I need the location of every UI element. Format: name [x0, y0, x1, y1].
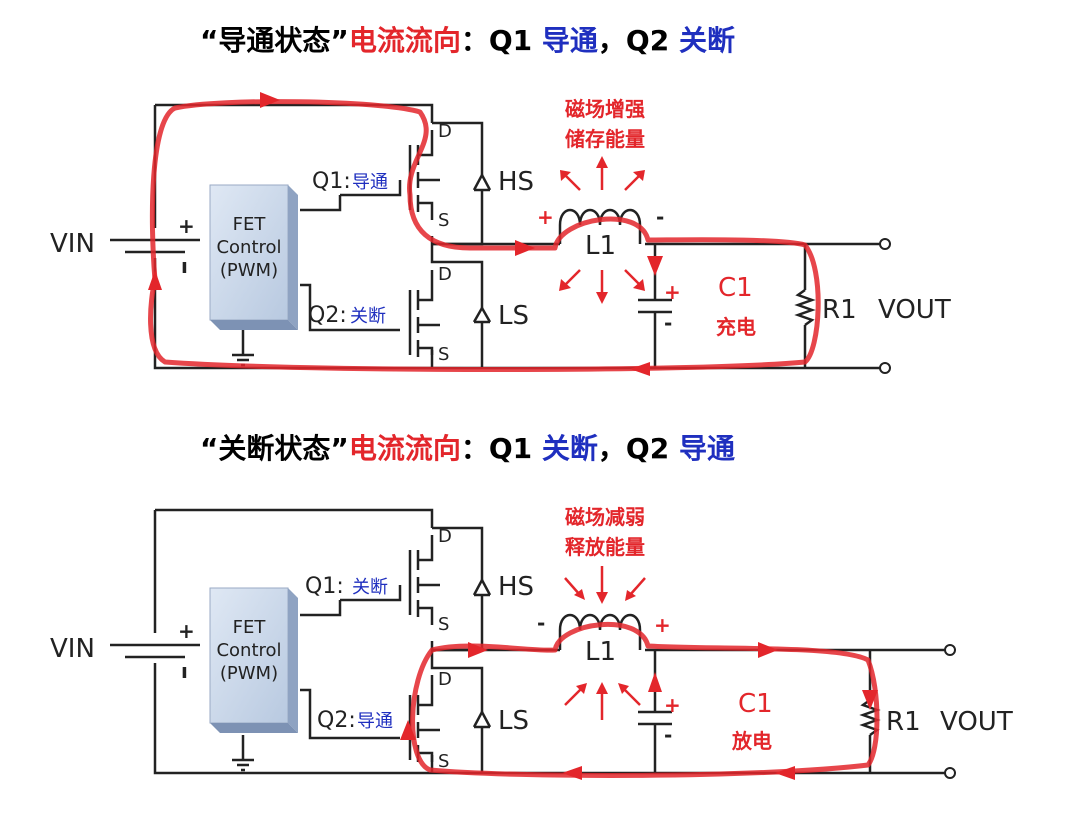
top-title-flow: 电流流向: [349, 24, 461, 57]
top-q2-label: Q2:: [308, 303, 347, 328]
bottom-title-q2: ，Q2: [598, 432, 679, 465]
bottom-q2-drain: D: [438, 669, 452, 690]
q2-drain: D: [438, 264, 452, 285]
top-c1-plus: +: [664, 280, 681, 304]
top-c1-minus: -: [664, 311, 672, 335]
bottom-fet-control: FET Control (PWM): [209, 587, 299, 734]
bottom-l1-right-polarity: +: [654, 613, 671, 637]
svg-text:(PWM): (PWM): [220, 260, 278, 281]
bottom-battery-minus: ı: [181, 659, 188, 683]
bottom-title: “关断状态”电流流向：Q1 关断，Q2 导通: [200, 432, 735, 465]
bottom-q2-label: Q2:: [317, 708, 356, 733]
bottom-vout-label: VOUT: [940, 707, 1013, 737]
top-q1-label: Q1:: [312, 169, 351, 194]
top-l1-label: L1: [585, 231, 616, 261]
top-c1-action: 充电: [716, 315, 756, 339]
bottom-current-path: [400, 622, 880, 780]
bottom-c1-action: 放电: [731, 729, 772, 753]
top-title-state: “导通状态”: [200, 24, 349, 57]
top-title-q2-state: 关断: [679, 24, 735, 57]
top-l1-right-polarity: -: [656, 205, 664, 229]
svg-text:Control: Control: [216, 237, 281, 258]
bottom-ls-label: LS: [498, 706, 529, 736]
bottom-field-rays: [564, 566, 646, 720]
svg-text:FET: FET: [233, 617, 267, 638]
bottom-title-q1-state: 关断: [542, 432, 598, 465]
bottom-q1-state: 关断: [352, 577, 388, 598]
bottom-q2-state: 导通: [357, 711, 393, 732]
top-title-q1: ：Q1: [461, 24, 542, 57]
battery-minus: ı: [181, 254, 188, 278]
top-energy-line1: 磁场增强: [565, 97, 645, 121]
svg-text:FET: FET: [233, 214, 267, 235]
top-ls-label: LS: [498, 301, 529, 331]
q2-source: S: [438, 344, 449, 365]
bottom-vin-label: VIN: [50, 634, 95, 664]
bottom-l1-label: L1: [585, 637, 616, 667]
bottom-l1-left-polarity: -: [537, 611, 545, 635]
top-energy-line2: 储存能量: [565, 127, 645, 151]
top-l1-left-polarity: +: [537, 205, 554, 229]
bottom-c1-minus: -: [664, 723, 672, 747]
top-title-q2: ，Q2: [598, 24, 679, 57]
top-field-rays: [559, 156, 645, 304]
bottom-c1-plus: +: [664, 693, 681, 717]
bottom-title-q1: ：Q1: [461, 432, 542, 465]
bottom-q1-label: Q1:: [305, 574, 344, 599]
top-title: “导通状态”电流流向：Q1 导通，Q2 关断: [200, 24, 735, 57]
bottom-q1-drain: D: [438, 526, 452, 547]
bottom-wiring: [110, 508, 956, 779]
top-current-path: [148, 92, 821, 376]
top-c1-label: C1: [718, 273, 753, 303]
top-fet-control: FET Control (PWM): [209, 184, 299, 331]
svg-text:Control: Control: [216, 640, 281, 661]
bottom-title-flow: 电流流向: [349, 432, 461, 465]
top-title-q1-state: 导通: [542, 24, 598, 57]
top-r1-label: R1: [822, 295, 857, 325]
bottom-q1-source: S: [438, 614, 449, 635]
bottom-hs-label: HS: [498, 572, 534, 602]
battery-plus: +: [178, 214, 195, 238]
q1-drain: D: [438, 121, 452, 142]
bottom-title-state: “关断状态”: [200, 432, 349, 465]
top-q1-state: 导通: [352, 172, 388, 193]
bottom-r1-label: R1: [886, 707, 921, 737]
bottom-c1-label: C1: [738, 689, 773, 719]
bottom-title-q2-state: 导通: [679, 432, 735, 465]
vin-label: VIN: [50, 229, 95, 259]
top-hs-label: HS: [498, 167, 534, 197]
top-vout-label: VOUT: [878, 295, 951, 325]
bottom-battery-plus: +: [178, 619, 195, 643]
svg-text:(PWM): (PWM): [220, 663, 278, 684]
bottom-energy-line2: 释放能量: [565, 535, 645, 559]
q1-source: S: [438, 210, 449, 231]
top-panel: “导通状态”电流流向：Q1 导通，Q2 关断: [50, 24, 951, 376]
bottom-energy-line1: 磁场减弱: [565, 505, 645, 529]
bottom-panel: “关断状态”电流流向：Q1 关断，Q2 导通 FET Contro: [50, 432, 1013, 780]
top-q2-state: 关断: [350, 306, 386, 327]
bottom-q2-source: S: [438, 751, 449, 772]
